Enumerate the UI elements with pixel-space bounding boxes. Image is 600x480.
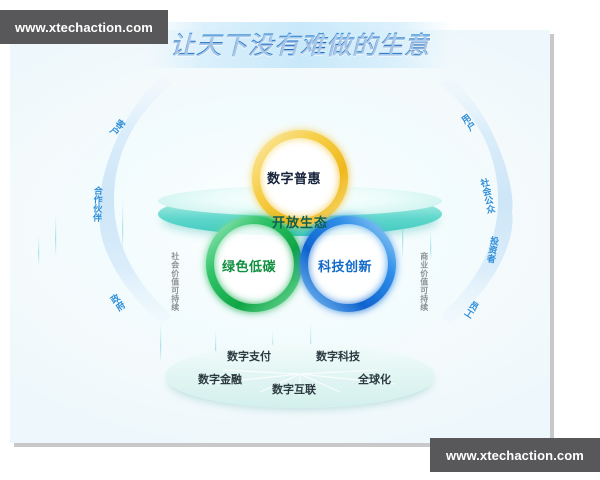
pillar-label-globalization: 全球化 bbox=[358, 374, 391, 386]
caption-business-value-sustainable: 商业价值可持续 bbox=[419, 252, 429, 312]
open-ecosystem-label: 开放生态 bbox=[271, 215, 328, 230]
stakeholder-arc-right bbox=[432, 70, 524, 330]
venn-label-tech-innovation: 科技创新 bbox=[318, 259, 373, 274]
capsule-spoke-lines bbox=[204, 369, 396, 396]
stakeholder-arc-left bbox=[88, 70, 180, 330]
slogan-text: 让天下没有难做的生意 bbox=[169, 31, 430, 60]
slogan-band: 让天下没有难做的生意 bbox=[147, 22, 452, 68]
pillar-label-digital-tech: 数字科技 bbox=[316, 351, 360, 363]
pillar-label-digital-connect: 数字互联 bbox=[272, 384, 316, 396]
pillar-label-digital-finance: 数字金融 bbox=[198, 374, 242, 386]
venn-label-digital-inclusion: 数字普惠 bbox=[267, 171, 322, 186]
watermark-bottom: www.xtechaction.com bbox=[430, 438, 600, 472]
venn-label-green-low-carbon: 绿色低碳 bbox=[222, 259, 277, 274]
slogan-banner: 让天下没有难做的生意 bbox=[0, 22, 600, 68]
watermark-top: www.xtechaction.com bbox=[0, 10, 168, 44]
caption-social-value-sustainable: 社会价值可持续 bbox=[170, 252, 180, 312]
pillar-label-digital-payment: 数字支付 bbox=[227, 351, 271, 363]
